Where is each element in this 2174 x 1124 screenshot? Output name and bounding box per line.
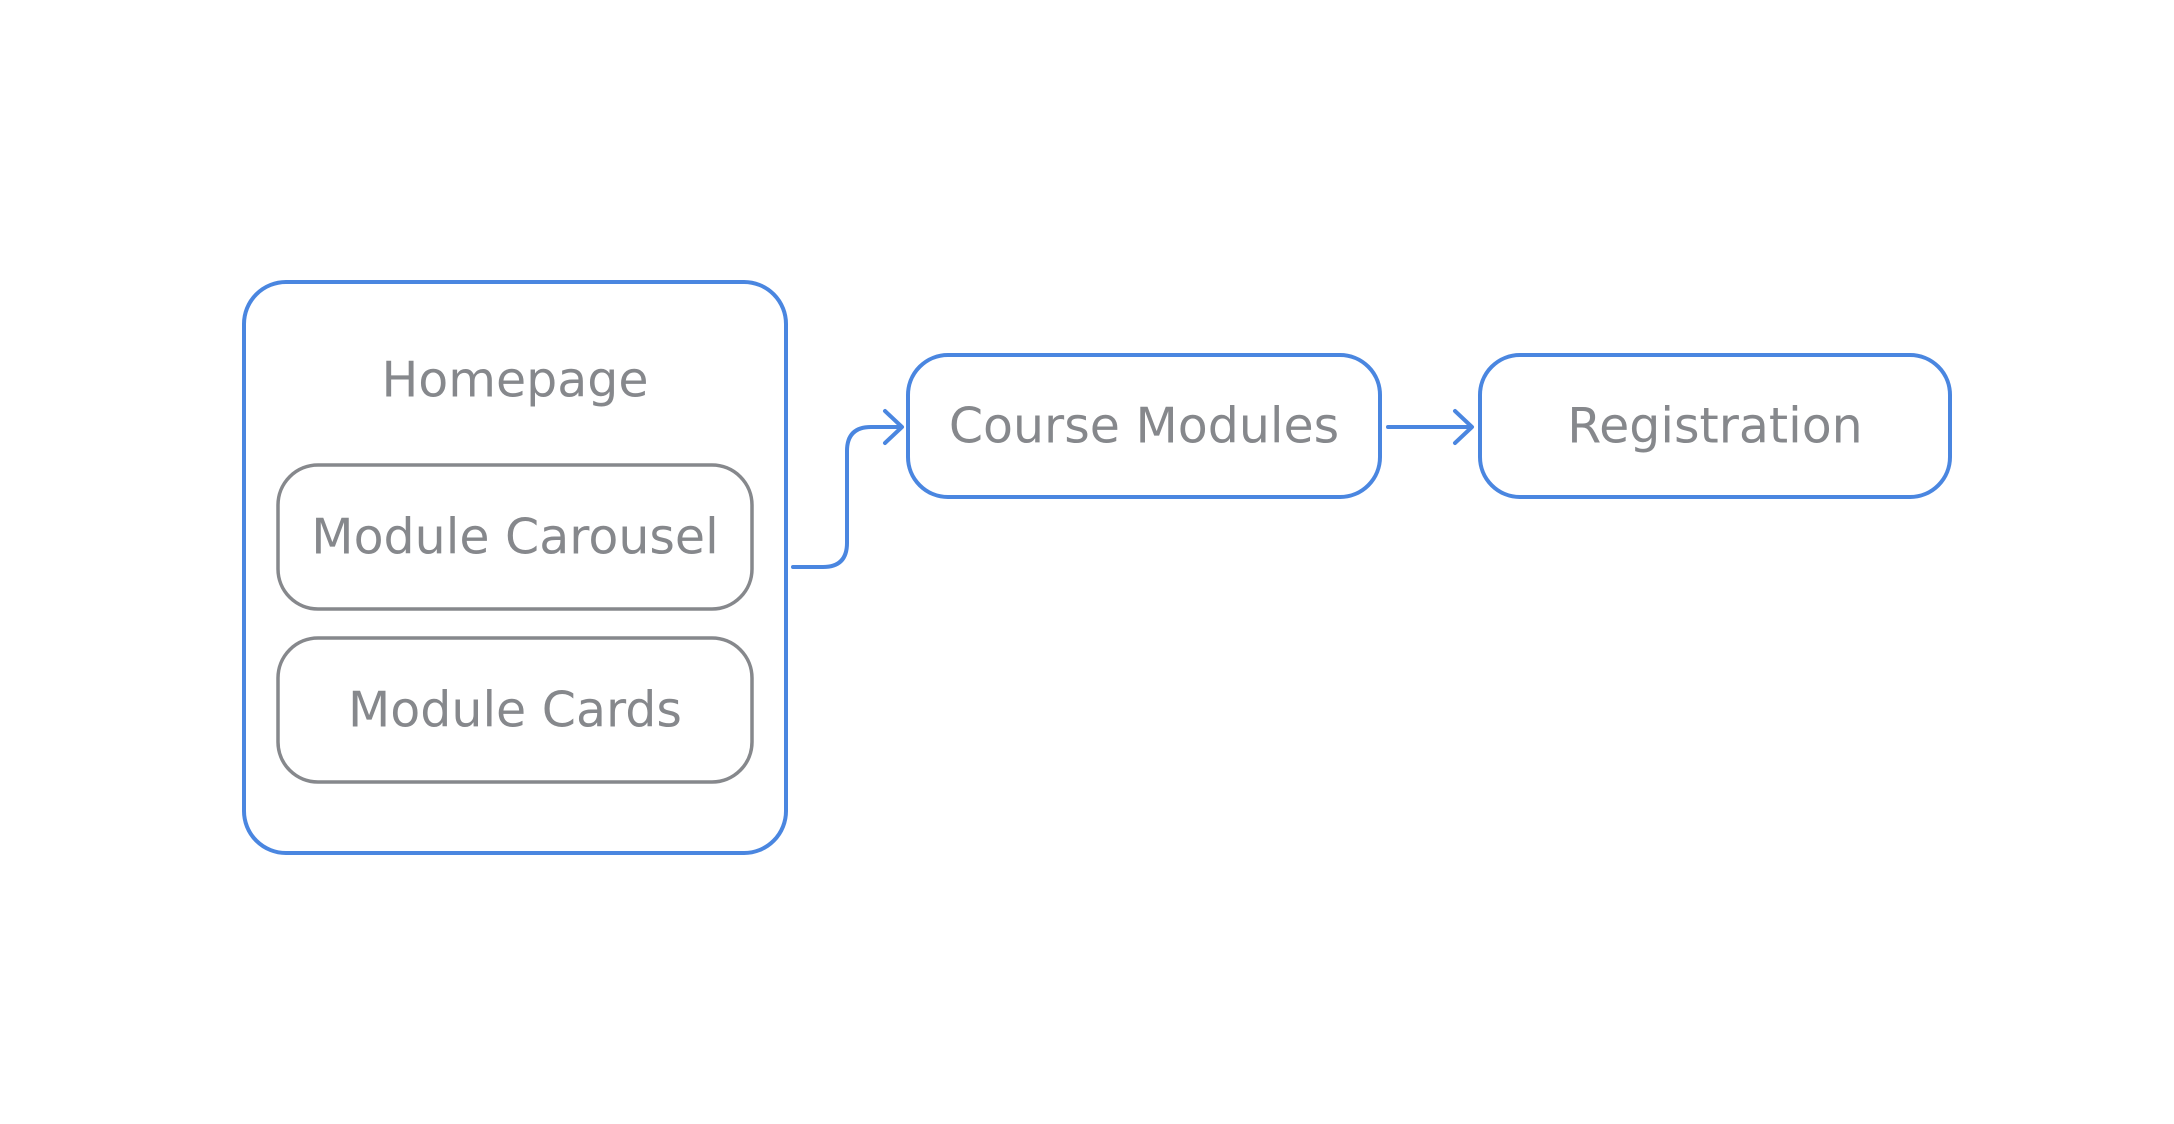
course-modules-label: Course Modules <box>949 398 1339 455</box>
arrow-head-icon <box>1453 409 1474 445</box>
node-registration[interactable]: Registration <box>1478 353 1952 499</box>
module-cards-label: Module Cards <box>348 682 682 739</box>
edge-homepage-to-course-modules <box>791 409 904 569</box>
module-cards-box <box>276 636 754 784</box>
homepage-box <box>242 280 788 855</box>
module-carousel-label: Module Carousel <box>311 509 718 566</box>
connector-line <box>791 425 902 569</box>
node-homepage[interactable]: Homepage Module Carousel Module Cards <box>242 280 788 855</box>
node-module-carousel[interactable]: Module Carousel <box>276 463 754 611</box>
registration-box <box>1478 353 1952 499</box>
edge-course-modules-to-registration <box>1386 409 1474 445</box>
module-carousel-box <box>276 463 754 611</box>
homepage-label: Homepage <box>381 352 648 409</box>
node-course-modules[interactable]: Course Modules <box>906 353 1382 499</box>
node-module-cards[interactable]: Module Cards <box>276 636 754 784</box>
arrow-head-icon <box>883 409 904 445</box>
course-modules-box <box>906 353 1382 499</box>
registration-label: Registration <box>1567 398 1862 455</box>
